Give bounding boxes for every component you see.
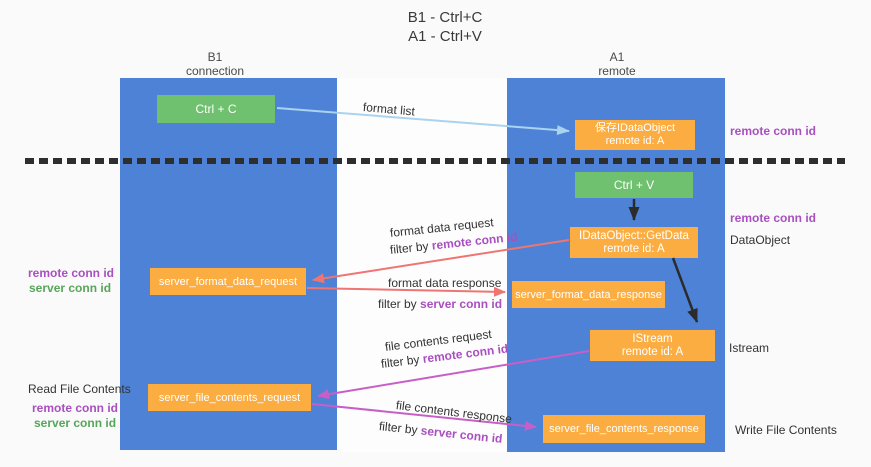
edge-label-format-data-response: format data response bbox=[388, 276, 502, 290]
node-server-file-contents-response: server_file_contents_response bbox=[543, 415, 705, 443]
node-istream: IStream remote id: A bbox=[590, 330, 715, 361]
title-line-2: A1 - Ctrl+V bbox=[408, 28, 482, 45]
side-label-read-file-contents: Read File Contents bbox=[28, 382, 131, 396]
server-file-contents-request-label: server_file_contents_request bbox=[158, 391, 301, 404]
save-idataobject-line1: 保存IDataObject bbox=[594, 122, 676, 134]
server-conn-id-text: server conn id bbox=[420, 297, 503, 311]
node-ctrl-v: Ctrl + V bbox=[575, 172, 693, 198]
side-label-server-conn-id-left-top: server conn id bbox=[29, 281, 112, 295]
node-server-format-data-response: server_format_data_response bbox=[512, 281, 665, 308]
filter-by-text: filter by bbox=[378, 297, 417, 311]
title-line-1: B1 - Ctrl+C bbox=[407, 9, 483, 26]
side-label-remote-conn-id-right-top: remote conn id bbox=[730, 124, 817, 138]
server-format-data-response-label: server_format_data_response bbox=[515, 288, 662, 301]
side-label-server-conn-id-left-bottom: server conn id bbox=[34, 416, 117, 430]
dashed-separator bbox=[25, 158, 845, 164]
node-server-format-data-request: server_format_data_request bbox=[150, 268, 306, 295]
side-label-remote-conn-id-left-top: remote conn id bbox=[28, 266, 115, 280]
lane-gap-strip bbox=[337, 78, 507, 452]
getdata-line1: IDataObject::GetData bbox=[579, 229, 689, 242]
save-idataobject-line2: remote id: A bbox=[605, 135, 665, 147]
server-format-data-request-label: server_format_data_request bbox=[158, 275, 298, 288]
lane-header-a1: A1 remote bbox=[552, 50, 682, 78]
ctrl-c-label: Ctrl + C bbox=[195, 102, 237, 116]
lane-a1-subtitle: remote bbox=[598, 64, 636, 78]
side-label-remote-conn-id-left-bottom: remote conn id bbox=[32, 401, 119, 415]
lane-a1-title: A1 bbox=[609, 50, 625, 64]
server-file-contents-response-label: server_file_contents_response bbox=[549, 423, 699, 435]
node-server-file-contents-request: server_file_contents_request bbox=[148, 384, 311, 411]
getdata-line2: remote id: A bbox=[603, 242, 665, 255]
istream-line1: IStream bbox=[632, 332, 673, 345]
lane-header-b1: B1 connection bbox=[150, 50, 280, 78]
side-label-write-file-contents: Write File Contents bbox=[735, 423, 837, 437]
side-label-remote-conn-id-right-mid: remote conn id bbox=[730, 211, 817, 225]
ctrl-v-label: Ctrl + V bbox=[613, 178, 655, 192]
node-idataobject-getdata: IDataObject::GetData remote id: A bbox=[570, 227, 698, 258]
node-save-idataobject: 保存IDataObject remote id: A bbox=[575, 120, 695, 150]
side-label-dataobject: DataObject bbox=[730, 233, 791, 247]
side-label-istream: Istream bbox=[729, 341, 770, 355]
lane-b1-subtitle: connection bbox=[185, 64, 245, 78]
lane-b1-title: B1 bbox=[207, 50, 223, 64]
edge-label-filter-by-server-1: filter by server conn id bbox=[378, 297, 502, 311]
node-ctrl-c: Ctrl + C bbox=[157, 95, 275, 123]
istream-line2: remote id: A bbox=[621, 345, 684, 358]
page-title: B1 - Ctrl+C A1 - Ctrl+V bbox=[330, 8, 560, 46]
